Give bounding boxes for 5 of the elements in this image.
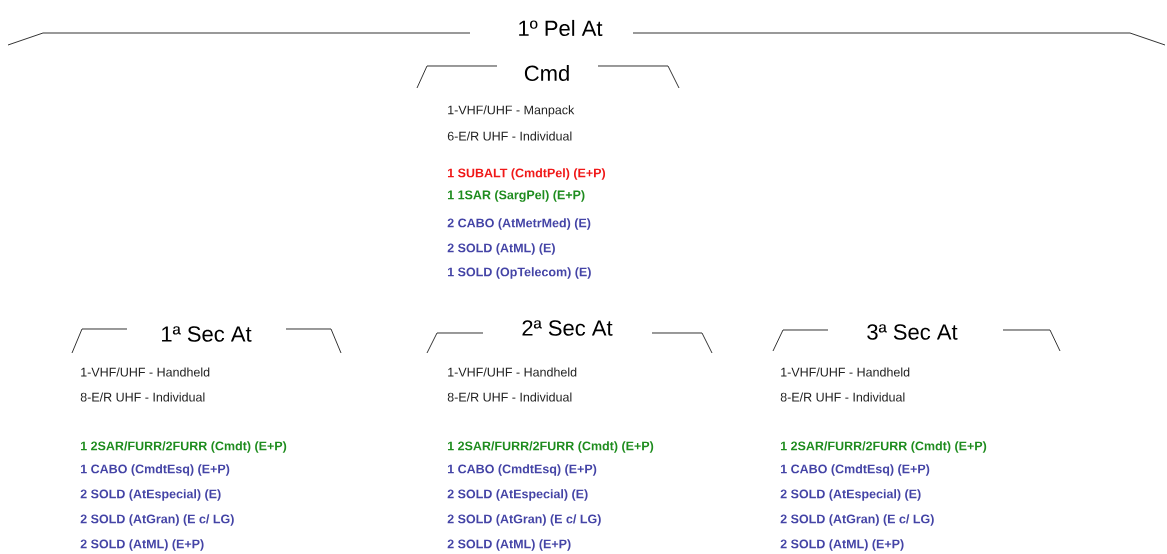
bracket-heading: 1ª Sec At 1-VHF/UHF - Handheld 8-E/R UHF - Individual 1 2SAR/FURR/2FURR (Cmdt) (E+P) 1 CABO (CmdtEsq) (E+P) 2 SOLD (AtEspecial) (E) 2 SOLD (AtGran) (E c/ LG) 2 SOLD (AtML) (E+P)	[71, 326, 342, 551]
bracket-heading: 3ª Sec At 1-VHF/UHF - Handheld 8-E/R UHF - Individual 1 2SAR/FURR/2FURR (Cmdt) (E+P) 1 CABO (CmdtEsq) (E+P) 2 SOLD (AtEspecial) (E) 2 SOLD (AtGran) (E c/ LG) 2 SOLD (AtML) (E+P)	[772, 324, 1061, 551]
bracket-heading: 2ª Sec At 1-VHF/UHF - Handheld 8-E/R UHF - Individual 1 2SAR/FURR/2FURR (Cmdt) (E+P) 1 CABO (CmdtEsq) (E+P) 2 SOLD (AtEspecial) (E) 2 SOLD (AtGran) (E c/ LG) 2 SOLD (AtML) (E+P)	[426, 320, 713, 551]
bracket-heading: Cmd 1-VHF/UHF - Manpack 6-E/R UHF - Individual 1 SUBALT (CmdtPel) (E+P) 1 1SAR (SargPel) (E+P) 2 CABO (AtMetrMed) (E) 2 SOLD (AtML) (E) 1 SOLD (OpTelecom) (E)	[416, 64, 680, 279]
bracket-heading: 1º Pel At	[7, 19, 1166, 46]
